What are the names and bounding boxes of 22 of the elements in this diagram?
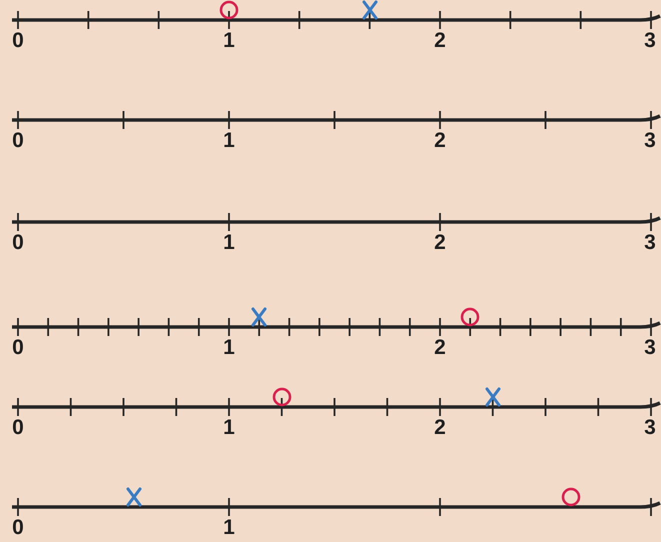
axis-number: 1 bbox=[223, 30, 235, 51]
axis-number: 3 bbox=[644, 232, 656, 253]
axis-number: 0 bbox=[12, 232, 24, 253]
axis-number: 1 bbox=[223, 417, 235, 438]
axis-number: 1 bbox=[223, 130, 235, 151]
axis-number: 0 bbox=[12, 337, 24, 358]
axis-number: 0 bbox=[12, 417, 24, 438]
axis-number: 0 bbox=[12, 30, 24, 51]
axis-number: 1 bbox=[223, 517, 235, 538]
axis-number: 3 bbox=[644, 130, 656, 151]
axis-number: 1 bbox=[223, 232, 235, 253]
axis-number: 2 bbox=[434, 232, 446, 253]
axis-number: 0 bbox=[12, 130, 24, 151]
axis-number: 3 bbox=[644, 417, 656, 438]
axis-number: 2 bbox=[434, 30, 446, 51]
axis-number: 2 bbox=[434, 417, 446, 438]
axis-number: 3 bbox=[644, 337, 656, 358]
axis-number: 1 bbox=[223, 337, 235, 358]
axis-number: 2 bbox=[434, 337, 446, 358]
axis-number: 0 bbox=[12, 517, 24, 538]
axis-number: 2 bbox=[434, 130, 446, 151]
axis-number: 3 bbox=[644, 30, 656, 51]
